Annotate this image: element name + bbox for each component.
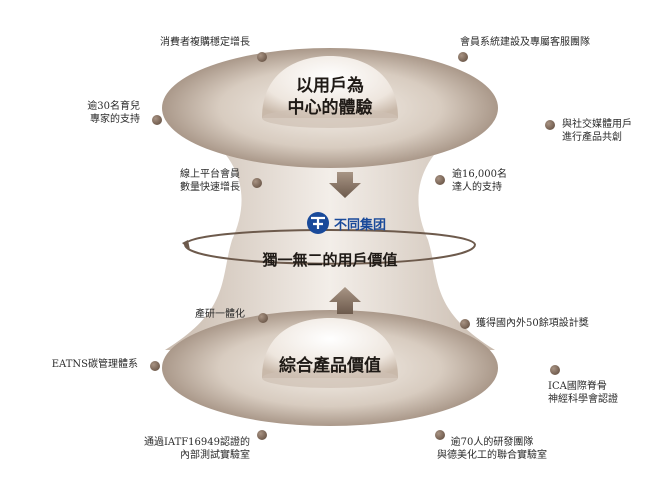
- label-design-awards: 獲得國內外50餘項設計獎: [476, 318, 589, 329]
- bullet-dot: [550, 365, 560, 375]
- brand-name: 不同集团: [334, 217, 387, 233]
- bullet-dot: [252, 178, 262, 188]
- label-ica: ICA國際脊骨 神經科學會認證: [548, 381, 618, 405]
- label-eatns: EATNS碳管理體系: [51, 359, 138, 370]
- orbit-ring-front: [184, 244, 476, 265]
- bullet-dot: [257, 430, 267, 440]
- bullet-dot: [152, 115, 162, 125]
- bullet-dot: [258, 313, 268, 323]
- bullet-dot: [460, 319, 470, 329]
- label-online-members: 線上平台會員 數量快速增長: [180, 169, 240, 193]
- bullet-dot: [435, 175, 445, 185]
- bullet-dot: [458, 52, 468, 62]
- bullet-dot: [150, 361, 160, 371]
- bullet-dot: [545, 120, 555, 130]
- label-social-media: 與社交媒體用戶 進行產品共創: [562, 119, 632, 143]
- bullet-dot: [435, 430, 445, 440]
- label-rnd-team: 逾70人的研發團隊 與德美化工的聯合實驗室: [437, 437, 547, 461]
- down-arrow: [329, 172, 361, 198]
- top-dome-line2: 中心的體驗: [287, 98, 373, 118]
- orbit-arrowhead: [182, 240, 190, 250]
- label-member-service: 會員系統建設及專屬客服團隊: [460, 37, 590, 48]
- brand-logo-icon: [307, 212, 329, 234]
- top-dome-title: 以用戶為 中心的體驗: [270, 75, 390, 119]
- bottom-dome: [262, 318, 398, 378]
- top-dome-base: [262, 108, 398, 128]
- label-repeat-purchase: 消費者複購穩定增長: [160, 37, 250, 48]
- label-influencers: 逾16,000名 達人的支持: [452, 169, 507, 193]
- brand-logo: 不同集团: [330, 210, 386, 236]
- bottom-dome-title: 綜合產品價值: [279, 356, 381, 376]
- orbit-ring-back: [184, 229, 476, 246]
- top-dome-line1: 以用戶為: [296, 76, 364, 96]
- label-rnd-integration: 產研一體化: [195, 309, 245, 320]
- top-dome: [262, 56, 398, 118]
- up-arrow: [329, 287, 361, 314]
- bottom-dome-base: [262, 368, 398, 388]
- bullet-dot: [257, 52, 267, 62]
- label-parenting-experts: 逾30名育兒 專家的支持: [87, 101, 140, 125]
- center-value-title: 獨一無二的用戶價值: [262, 251, 398, 269]
- label-iatf: 通過IATF16949認證的 內部測試實驗室: [143, 437, 250, 461]
